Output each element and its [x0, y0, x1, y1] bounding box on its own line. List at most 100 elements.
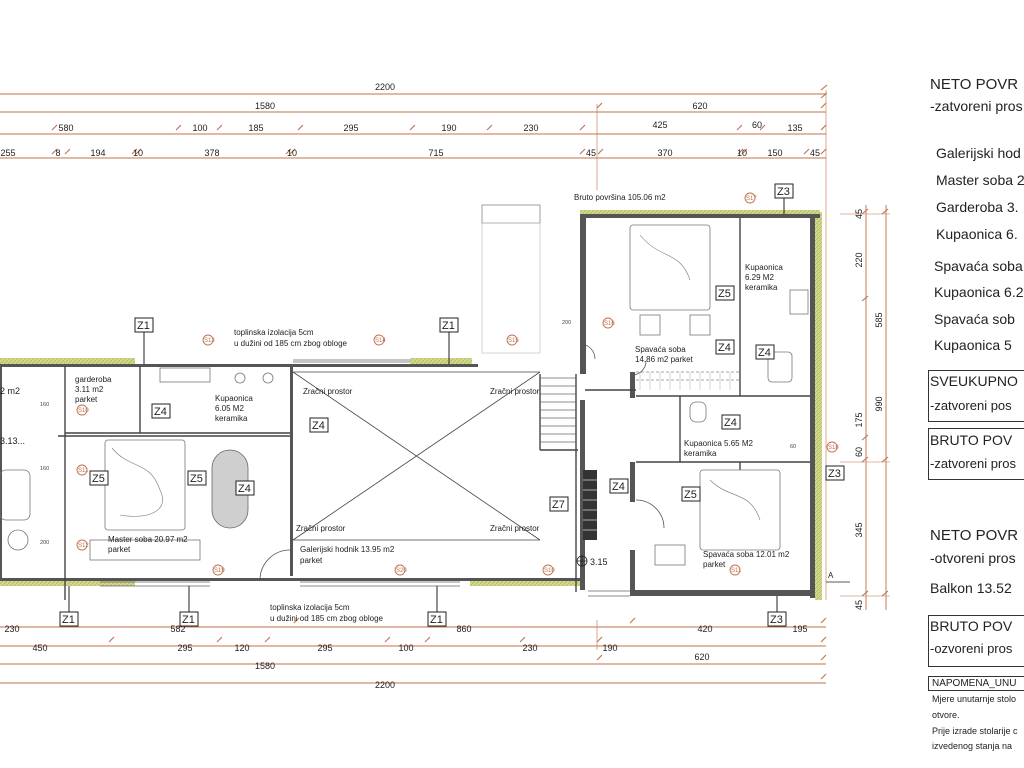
- svg-text:Z1: Z1: [182, 614, 195, 626]
- marker-s: S10: [542, 564, 555, 576]
- dim-label: 8: [55, 148, 60, 158]
- tag-z3: Z3: [774, 183, 794, 214]
- svg-text:Z4: Z4: [718, 342, 731, 354]
- legend-napomena-title: NAPOMENA_UNU: [928, 676, 1024, 691]
- legend-room: Kupaonica 5: [934, 337, 1012, 353]
- area-legend: NETO POVR -zatvoreni pros Galerijski hod…: [920, 0, 1024, 768]
- legend-sveukupno: SVEUKUPNO: [930, 373, 1018, 389]
- section-mark-a: A: [826, 571, 850, 583]
- svg-text:S10: S10: [78, 408, 89, 414]
- toilet: [767, 351, 793, 383]
- marker-s: S15: [506, 334, 519, 346]
- walls: [0, 204, 822, 600]
- svg-text:200: 200: [40, 540, 49, 546]
- room-garderoba-label: garderoba: [75, 375, 112, 384]
- dim-label: 45: [854, 209, 864, 219]
- svg-text:Z4: Z4: [238, 483, 251, 495]
- dim-label: 295: [317, 643, 332, 653]
- dim-label: 175: [854, 412, 864, 427]
- room-master-floor: parket: [108, 545, 131, 554]
- dim-label: 230: [522, 643, 537, 653]
- svg-text:Z5: Z5: [718, 288, 731, 300]
- air-space-label: Zračni prostor: [490, 387, 540, 396]
- tag-z1: Z1: [134, 317, 154, 364]
- dim-label: 378: [204, 148, 219, 158]
- svg-text:S11: S11: [731, 568, 742, 574]
- tag-z5: Z5: [89, 470, 109, 486]
- tag-z4: Z4: [755, 344, 775, 360]
- room-kupaonica3-label: Kupaonica 5.65 M2: [684, 439, 753, 448]
- svg-text:Z4: Z4: [758, 347, 771, 359]
- doors: [259, 343, 665, 581]
- marker-s: S20: [394, 564, 407, 576]
- svg-text:S18: S18: [828, 445, 839, 451]
- legend-neto-title: NETO POVR: [930, 76, 1019, 93]
- dim-label: 450: [32, 643, 47, 653]
- legend-bruto-open: BRUTO POV: [930, 618, 1013, 634]
- air-space-label: Zračni prostor: [303, 387, 353, 396]
- dim-label: 582: [170, 624, 185, 634]
- air-space-label: Zračni prostor: [490, 524, 540, 533]
- tag-z1: Z1: [427, 586, 447, 627]
- partial-room-area: 2 m2: [0, 386, 20, 396]
- svg-text:Z5: Z5: [92, 473, 105, 485]
- tag-z1: Z1: [439, 317, 459, 364]
- room-kupaonica2-label: Kupaonica: [745, 263, 783, 272]
- dim-label: 185: [248, 123, 263, 133]
- dim-label: 220: [854, 252, 864, 267]
- dim-label: 370: [657, 148, 672, 158]
- stair-block: [583, 470, 597, 540]
- tag-z4: Z4: [721, 414, 741, 430]
- legend-bruto-closed: BRUTO POV: [930, 432, 1013, 448]
- insulation-strip: [470, 580, 580, 586]
- legend-room: Spavaća sob: [934, 311, 1015, 327]
- svg-text:S15: S15: [508, 338, 519, 344]
- insulation-note-top: toplinska izolacija 5cm: [234, 328, 314, 337]
- insulation-note-top: u dužini od 185 cm zbog obloge: [234, 339, 348, 348]
- dim-bottom-1580: 1580: [255, 661, 275, 671]
- tag-z4: Z4: [715, 339, 735, 355]
- dim-label: 10: [737, 148, 747, 158]
- svg-text:Z4: Z4: [612, 481, 625, 493]
- room-master-label: Master soba 20.97 m2: [108, 535, 188, 544]
- tag-z3: Z3: [767, 596, 787, 627]
- svg-text:160: 160: [40, 402, 49, 408]
- dim-label: 100: [192, 123, 207, 133]
- svg-text:S13: S13: [204, 338, 215, 344]
- partial-room-area: 3.13...: [0, 436, 25, 446]
- tag-boxes: Z1 Z1 Z1 Z1 Z1 Z3 Z3 Z3 Z4 Z4 Z4 Z4 Z4 Z…: [59, 183, 845, 627]
- svg-text:S17: S17: [746, 196, 757, 202]
- dim-label: 580: [58, 123, 73, 133]
- room-kupaonica2-floor: keramika: [745, 283, 778, 292]
- legend-bruto-open-sub: -ozvoreni pros: [930, 641, 1013, 656]
- dim-label: 345: [854, 522, 864, 537]
- air-space-label: Zračni prostor: [296, 524, 346, 533]
- legend-room: Kupaonica 6.2: [934, 284, 1024, 300]
- svg-text:Z3: Z3: [770, 614, 783, 626]
- dimension-labels: 2200 1580 620 580 100 185 295 190 230 42…: [0, 82, 820, 690]
- dim-label: 295: [343, 123, 358, 133]
- dim-label: 295: [177, 643, 192, 653]
- insulation-note-bottom: u dužini od 185 cm zbog obloge: [270, 614, 384, 623]
- dim-label: 190: [602, 643, 617, 653]
- dim-label: 45: [854, 600, 864, 610]
- insulation-strip: [580, 210, 820, 215]
- dim-top-1580: 1580: [255, 101, 275, 111]
- legend-sveukupno-sub: -zatvoreni pos: [930, 398, 1012, 413]
- tag-z4: Z4: [609, 478, 629, 494]
- cabinet: [89, 539, 201, 561]
- tag-z4: Z4: [151, 403, 171, 419]
- section-markers: S10 S11 S12 S13 S14 S15 S16 S17 S18 S19 …: [76, 192, 839, 576]
- tag-z7: Z7: [549, 496, 569, 512]
- room-kupaonica2-area: 6.29 M2: [745, 273, 774, 282]
- dim-bottom-total: 2200: [375, 680, 395, 690]
- legend-note-line: izvedenog stanja na: [932, 741, 1013, 751]
- vertical-dimension-labels: 45 220 175 60 345 45 585 990: [854, 209, 884, 610]
- tag-z5: Z5: [187, 470, 207, 486]
- insulation-strip: [0, 580, 135, 586]
- dim-label: 255: [0, 148, 15, 158]
- tag-z5: Z5: [681, 486, 701, 502]
- dim-label: 195: [792, 624, 807, 634]
- marker-s: S18: [826, 441, 839, 453]
- marker-s: S13: [202, 334, 215, 346]
